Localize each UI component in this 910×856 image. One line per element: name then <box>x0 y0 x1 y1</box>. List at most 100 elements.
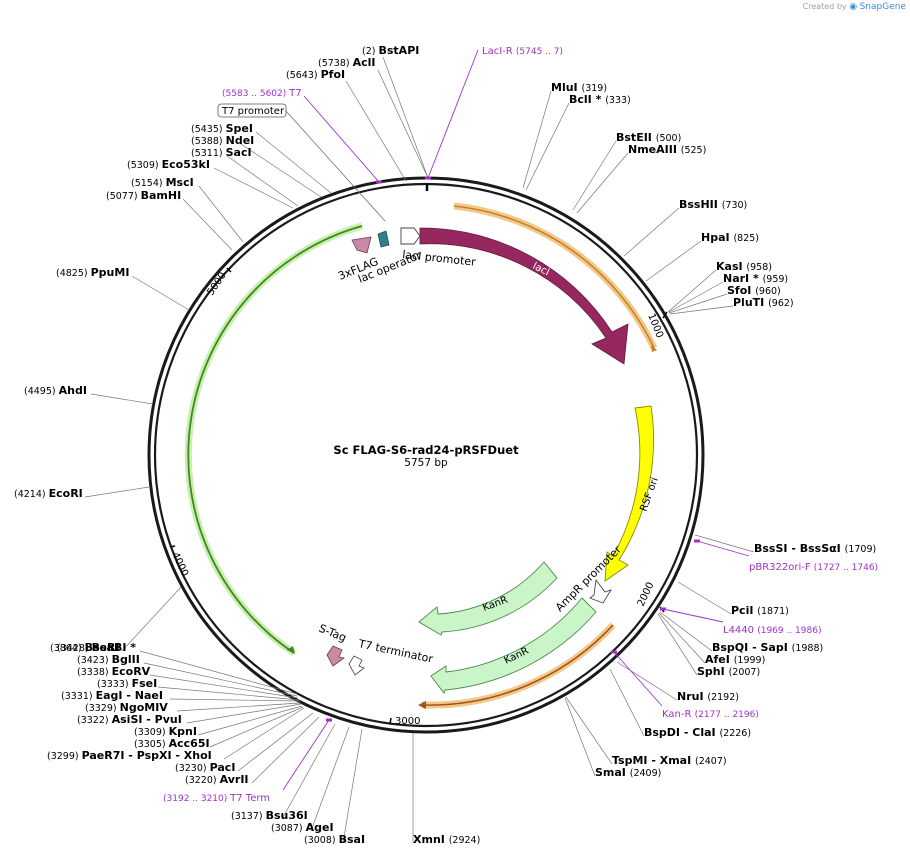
site-label: BspQI - SapI (1988) <box>712 641 823 654</box>
restriction-site[interactable]: XmnI (2924) <box>412 733 480 846</box>
primer-binding-site[interactable]: pBR322ori-F (1727 .. 1746) <box>694 539 878 574</box>
ampr-promoter-feature[interactable] <box>589 578 613 604</box>
site-label: (3309) KpnI <box>134 725 197 738</box>
restriction-site[interactable]: (3299) PaeR7I - PspXI - XhoI <box>47 707 305 762</box>
site-label: PluTI (962) <box>733 296 794 309</box>
restriction-site[interactable]: (3309) KpnI <box>134 705 303 738</box>
site-label: SmaI (2409) <box>595 766 661 779</box>
site-leader-line <box>198 185 244 243</box>
restriction-site[interactable]: NruI (2192) <box>616 661 739 703</box>
site-position: (333) <box>605 95 631 106</box>
site-label: (3305) Acc65I <box>134 737 210 750</box>
restriction-site[interactable]: AfeI (1999) <box>658 612 765 666</box>
restriction-site[interactable]: TspMI - XmaI (2407) <box>565 696 727 767</box>
restriction-site[interactable]: (5643) PfoI <box>286 68 407 182</box>
restriction-site[interactable]: BspDI - ClaI (2226) <box>609 668 751 739</box>
kanr-feature-inner[interactable] <box>418 561 558 636</box>
restriction-site[interactable]: SphI (2007) <box>657 613 760 678</box>
site-label: BssSI - BssSαI (1709) <box>754 542 876 555</box>
tick-3000 <box>389 717 392 725</box>
restriction-site[interactable]: (3331) EagI - NaeI <box>61 689 301 702</box>
restriction-site[interactable]: HpaI (825) <box>645 231 759 282</box>
primer-binding-site[interactable]: Kan-R (2177 .. 2196) <box>611 650 759 721</box>
site-label: (3322) AsiSI - PvuI <box>77 713 182 726</box>
lacI-promoter-feature[interactable] <box>400 227 421 245</box>
primer-binding-site[interactable]: LacI-R (5745 .. 7) <box>425 46 563 180</box>
site-name: NruI <box>677 690 707 703</box>
t7-terminator-feature[interactable] <box>348 655 365 676</box>
restriction-site[interactable]: BspQI - SapI (1988) <box>659 611 823 654</box>
primer-binding-site[interactable]: (3192 .. 3210) T7 Term <box>163 718 332 805</box>
site-leader-line <box>342 728 363 844</box>
lacI-feature[interactable] <box>419 227 629 365</box>
site-position: (730) <box>722 200 748 211</box>
primer-label: L4440 (1969 .. 1986) <box>723 625 821 636</box>
restriction-site[interactable]: KasI (958) <box>667 260 772 313</box>
site-name: Bsu36I <box>266 809 308 822</box>
site-name: AgeI <box>306 821 334 834</box>
restriction-site[interactable]: BssSI - BssSαI (1709) <box>694 534 876 555</box>
restriction-site[interactable]: BstEII (500) <box>572 131 681 211</box>
restriction-site[interactable]: SfoI (960) <box>668 284 781 314</box>
restriction-site[interactable]: (3322) AsiSI - PvuI <box>77 703 302 726</box>
site-name: EcoRV <box>112 665 151 678</box>
restriction-site[interactable]: (4825) PpuMI <box>56 266 190 311</box>
flag-tag-feature[interactable] <box>351 236 372 254</box>
restriction-site[interactable]: (5309) Eco53kI <box>127 158 294 209</box>
restriction-site[interactable]: (4214) EcoRI <box>14 486 150 500</box>
snapgene-logo-icon: ◉ <box>849 2 858 12</box>
rsf-ori-feature[interactable] <box>604 405 654 582</box>
restriction-site[interactable]: (3864) BseRI <box>50 586 182 654</box>
site-position: (3864) <box>50 643 85 654</box>
restriction-site[interactable]: (2) BstAPI <box>362 44 429 179</box>
restriction-site[interactable]: (3230) PacI <box>175 712 314 774</box>
site-label: (3331) EagI - NaeI <box>61 689 163 702</box>
restriction-site[interactable]: (5077) BamHI <box>106 189 233 251</box>
site-name: SphI <box>697 665 729 678</box>
site-position: (1871) <box>757 606 789 617</box>
site-name: MluI <box>551 81 581 94</box>
restriction-site[interactable]: (3338) EcoRV <box>77 665 299 699</box>
restriction-site[interactable]: MluI (319) <box>522 81 607 189</box>
restriction-site[interactable]: (5388) NdeI <box>191 134 322 198</box>
rad24-orf-arrowhead <box>287 646 295 654</box>
restriction-site[interactable]: NarI * (959) <box>668 272 788 313</box>
restriction-site[interactable]: (3008) BsaI <box>304 728 365 846</box>
restriction-site[interactable]: (3333) FseI <box>97 677 300 701</box>
restriction-site[interactable]: (3423) BglII <box>77 653 298 697</box>
s-tag-feature[interactable] <box>326 645 345 667</box>
restriction-site[interactable]: (3428) BsaBI * <box>57 641 298 695</box>
lac-operator-feature[interactable] <box>377 230 390 248</box>
restriction-site[interactable]: BssHII (730) <box>623 198 748 257</box>
restriction-site[interactable]: (5435) SpeI <box>191 122 332 194</box>
restriction-site[interactable]: (4495) AhdI <box>24 384 154 405</box>
primer-label: (5583 .. 5602) T7 <box>222 88 302 99</box>
site-leader-line <box>176 702 301 712</box>
site-name: PluTI <box>733 296 768 309</box>
primer-binding-site[interactable]: (5583 .. 5602) T7 <box>222 88 382 184</box>
site-label: SphI (2007) <box>697 665 760 678</box>
restriction-site[interactable]: (3087) AgeI <box>271 726 350 834</box>
site-label: XmnI (2924) <box>413 833 480 846</box>
restriction-site[interactable]: SmaI (2409) <box>564 697 661 779</box>
kanr-feature-outer[interactable] <box>430 597 597 694</box>
site-name: NarI * <box>723 272 763 285</box>
restriction-site[interactable]: PluTI (962) <box>669 296 794 315</box>
site-name: Eco53kI <box>162 158 210 171</box>
site-position: (5077) <box>106 191 141 202</box>
restriction-site[interactable]: (3137) Bsu36I <box>231 723 336 822</box>
t7-promoter-box[interactable] <box>217 103 287 118</box>
restriction-site[interactable]: (5738) AclI <box>318 56 429 179</box>
restriction-site[interactable]: (5154) MscI <box>131 176 244 243</box>
primer-binding-site[interactable]: L4440 (1969 .. 1986) <box>660 607 821 637</box>
restriction-site[interactable]: NmeAIII (525) <box>576 143 706 214</box>
site-label: (5154) MscI <box>131 176 194 189</box>
site-name: BstEII <box>616 131 656 144</box>
restriction-site[interactable]: BclI * (333) <box>525 93 631 191</box>
restriction-site[interactable]: (3220) AvrII <box>185 716 320 786</box>
restriction-site[interactable]: (3305) Acc65I <box>134 706 304 750</box>
restriction-site[interactable]: (3329) NgoMIV <box>85 701 301 714</box>
restriction-site[interactable]: PciI (1871) <box>677 581 789 617</box>
site-name: NmeAIII <box>628 143 681 156</box>
restriction-site[interactable]: (5311) SacI <box>191 146 299 207</box>
